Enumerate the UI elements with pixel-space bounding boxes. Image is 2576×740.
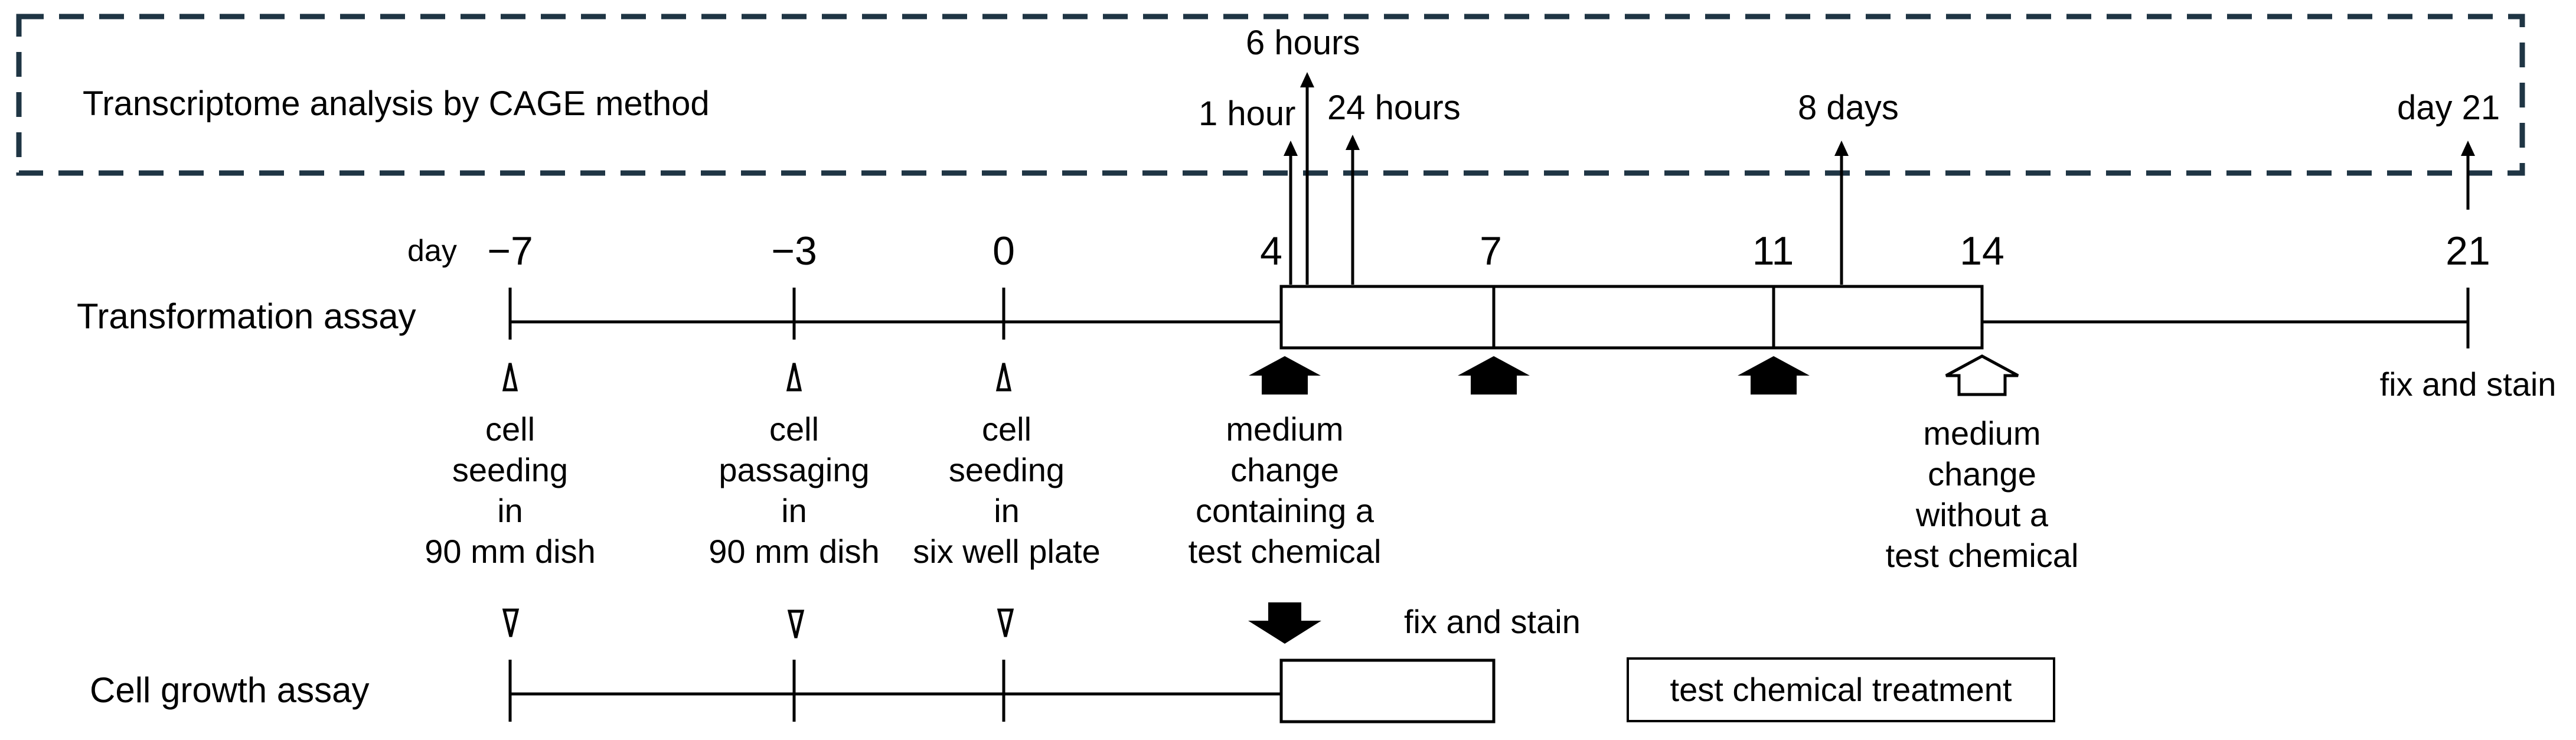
cell-growth-assay-label: Cell growth assay — [90, 670, 370, 710]
svg-text:test chemical: test chemical — [1886, 537, 2079, 574]
tick-label-minus-7: −7 — [487, 229, 533, 273]
svg-text:in: in — [497, 492, 523, 529]
growth-timeline — [508, 660, 1281, 722]
svg-text:90 mm dish: 90 mm dish — [425, 533, 595, 570]
event-triangle-seeding-six-well — [995, 363, 1012, 392]
cage-arrow-1-hour — [1284, 141, 1298, 285]
svg-text:in: in — [781, 492, 807, 529]
growth-treatment-arrow — [1248, 602, 1321, 644]
legend-box — [1627, 657, 2055, 722]
svg-text:cell: cell — [982, 410, 1031, 448]
svg-text:without a: without a — [1915, 496, 2049, 533]
svg-text:cell: cell — [769, 410, 819, 448]
event-desc-passaging-90mm: cell passaging in 90 mm dish — [709, 410, 879, 570]
cage-title: Transcriptome analysis by CAGE method — [83, 84, 710, 123]
svg-text:in: in — [994, 492, 1020, 529]
event-desc-medium-change-without-chemical: medium change without a test chemical — [1886, 415, 2079, 574]
medium-change-arrow-day-4 — [1249, 356, 1321, 395]
cage-dashed-box — [16, 14, 2525, 176]
cage-timepoint-8-days: 8 days — [1798, 89, 1899, 127]
medium-change-arrow-day-11 — [1738, 356, 1810, 395]
cage-timepoint-day-21: day 21 — [2397, 89, 2500, 127]
svg-text:cell: cell — [485, 410, 535, 448]
transformation-timeline — [508, 288, 2470, 348]
day-label: day — [407, 234, 457, 268]
tick-label-minus-3: −3 — [771, 229, 817, 273]
tick-label-0: 0 — [992, 229, 1015, 273]
svg-text:seeding: seeding — [452, 451, 568, 488]
event-triangle-passaging-90mm — [786, 363, 802, 392]
growth-down-triangle-3 — [997, 608, 1014, 637]
svg-text:90 mm dish: 90 mm dish — [709, 533, 879, 570]
tick-label-21: 21 — [2446, 229, 2490, 273]
event-triangle-seeding-90mm — [502, 363, 518, 392]
transformation-fix-and-stain: fix and stain — [2380, 366, 2557, 403]
growth-down-triangle-1 — [502, 608, 520, 637]
cage-arrow-6-hours — [1300, 72, 1314, 285]
svg-text:change: change — [1230, 451, 1339, 488]
tick-label-4: 4 — [1260, 229, 1282, 273]
event-desc-seeding-six-well: cell seeding in six well plate — [913, 410, 1100, 570]
svg-text:change: change — [1928, 455, 2036, 493]
growth-down-triangle-2 — [787, 609, 805, 638]
tick-label-7: 7 — [1480, 229, 1502, 273]
cage-arrow-8-days — [1834, 141, 1849, 285]
event-desc-medium-change-with-chemical: medium change containing a test chemical — [1189, 410, 1382, 570]
cage-timepoint-6-hours: 6 hours — [1246, 24, 1360, 62]
cage-timepoint-1-hour: 1 hour — [1199, 94, 1295, 133]
svg-text:test chemical: test chemical — [1189, 533, 1382, 570]
cage-arrow-24-hours — [1346, 135, 1360, 285]
growth-treatment-box — [1279, 658, 1496, 723]
transformation-treatment-box — [1279, 285, 1984, 350]
svg-text:medium: medium — [1923, 415, 2040, 452]
event-desc-seeding-90mm: cell seeding in 90 mm dish — [425, 410, 595, 570]
svg-text:seeding: seeding — [949, 451, 1065, 488]
growth-fix-and-stain: fix and stain — [1404, 603, 1581, 640]
legend-label: test chemical treatment — [1670, 671, 2012, 708]
transformation-assay-label: Transformation assay — [77, 296, 416, 336]
cage-arrow-day-21 — [2461, 141, 2475, 210]
cage-timepoint-24-hours: 24 hours — [1327, 89, 1461, 127]
medium-change-arrow-day-14-hollow — [1945, 354, 2019, 396]
medium-change-arrow-day-7 — [1458, 356, 1530, 395]
tick-label-14: 14 — [1960, 229, 2004, 273]
svg-text:containing a: containing a — [1196, 492, 1374, 529]
tick-label-11: 11 — [1752, 229, 1794, 273]
svg-text:six well plate: six well plate — [913, 533, 1100, 570]
svg-text:passaging: passaging — [719, 451, 869, 488]
svg-text:medium: medium — [1226, 410, 1343, 448]
